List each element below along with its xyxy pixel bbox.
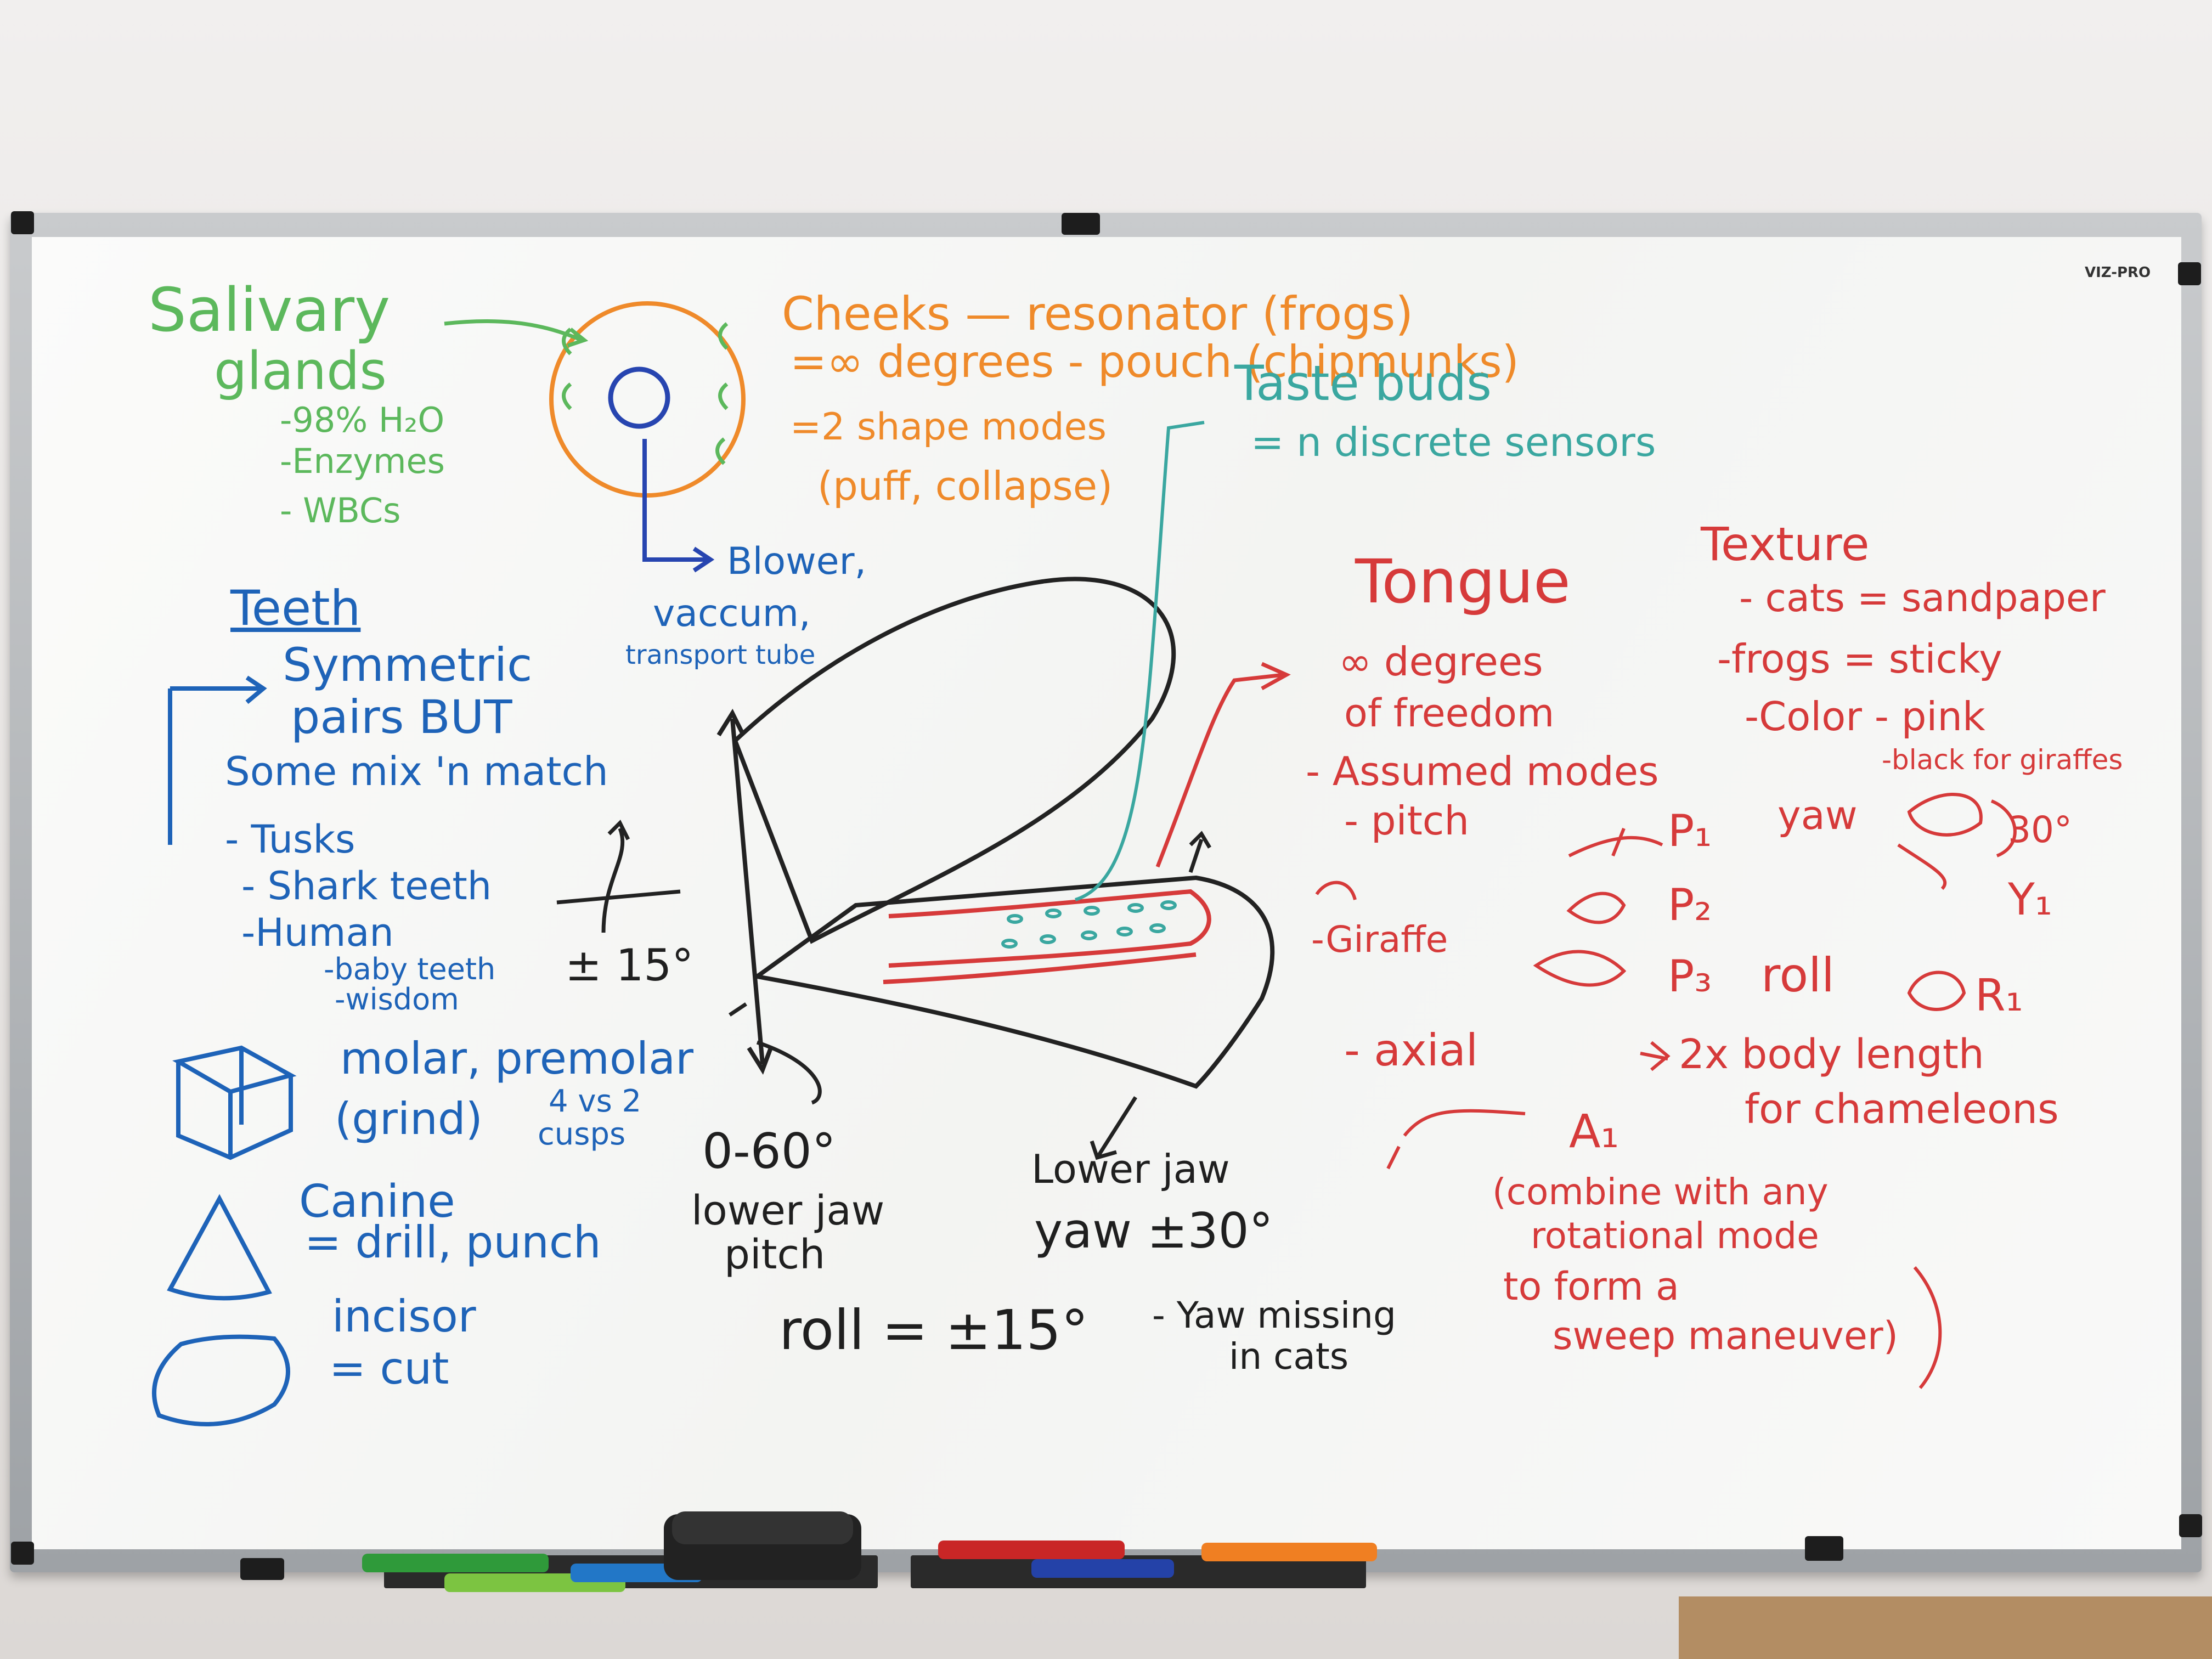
tongue-mode: - axial [1344, 1025, 1479, 1076]
cheeks-line: Cheeks — resonator (frogs) [782, 287, 1414, 341]
teeth-title: Teeth [230, 580, 361, 636]
cusps-label: cusps [538, 1116, 626, 1152]
canine-label: Canine [299, 1176, 455, 1228]
salivary-item: -98% H₂O [280, 400, 445, 440]
green-marker[interactable] [362, 1554, 549, 1572]
texture-item: -black for giraffes [1882, 744, 2123, 776]
combine-note: to form a [1503, 1264, 1679, 1309]
yaw-label: Lower jaw [1031, 1146, 1230, 1192]
red-marker[interactable] [938, 1541, 1125, 1559]
orange-marker[interactable] [1201, 1543, 1377, 1561]
molar-label: (grind) [335, 1093, 483, 1144]
cheeks-blower: Blower, [727, 540, 867, 583]
mode-label: Y₁ [2008, 874, 2052, 925]
yaw-missing: in cats [1229, 1335, 1349, 1378]
tongue-mode: yaw [1778, 792, 1858, 838]
mode-label: A₁ [1569, 1104, 1620, 1158]
pitch-label: lower jaw [691, 1187, 885, 1234]
combine-note: (combine with any [1492, 1171, 1829, 1213]
mode-label: P₂ [1668, 879, 1712, 930]
teeth-line: Some mix 'n match [225, 748, 608, 794]
frame-corner [11, 1542, 34, 1565]
tongue-title: Tongue [1355, 546, 1571, 617]
texture-item: -frogs = sticky [1717, 636, 2002, 682]
cheeks-vaccum: vaccum, [653, 592, 811, 635]
axial-length: for chameleons [1745, 1086, 2059, 1133]
tongue-dof: of freedom [1344, 691, 1555, 736]
tongue-mode: roll [1761, 948, 1835, 1003]
taste-detail: = n discrete sensors [1251, 419, 1656, 465]
incisor-label: incisor [332, 1291, 476, 1342]
mode-label: P₃ [1668, 951, 1712, 1002]
molar-label: molar, premolar [340, 1033, 694, 1084]
texture-title: Texture [1701, 517, 1870, 571]
frame-corner [2179, 1514, 2202, 1537]
tongue-dof: ∞ degrees [1339, 639, 1543, 685]
mode-label: R₁ [1975, 970, 2023, 1021]
cheeks-transport: transport tube [625, 640, 816, 670]
whiteboard [32, 237, 2181, 1549]
teeth-line: Symmetric [283, 638, 533, 692]
roll-label: roll = ±15° [779, 1298, 1089, 1362]
salivary-title-2: glands [214, 341, 387, 402]
roll-range: ± 15° [565, 940, 694, 991]
teeth-item: - Shark teeth [241, 864, 492, 909]
cardboard-box [1679, 1596, 2212, 1659]
combine-note: rotational mode [1531, 1215, 1819, 1257]
pitch-label: pitch [724, 1231, 826, 1278]
canine-label: = drill, punch [304, 1217, 601, 1268]
salivary-item: - WBCs [280, 490, 401, 531]
teeth-item: -baby teeth [324, 952, 496, 986]
cheeks-line: (puff, collapse) [817, 463, 1113, 509]
frame-corner [2178, 262, 2201, 285]
combine-note: sweep maneuver) [1553, 1313, 1898, 1358]
frame-corner [11, 211, 34, 234]
pitch-range: 0-60° [702, 1123, 836, 1180]
frame-clip [1805, 1536, 1843, 1561]
tongue-assumed: - Assumed modes [1306, 748, 1659, 794]
cusps-label: 4 vs 2 [549, 1084, 642, 1119]
tongue-mode: - pitch [1344, 798, 1470, 844]
teeth-item: -Human [241, 910, 394, 955]
cheeks-line: =∞ degrees - pouch (chipmunks) [790, 336, 1519, 387]
dark-blue-marker[interactable] [1031, 1559, 1174, 1578]
teeth-line: pairs BUT [291, 690, 512, 744]
brand-logo: VIZ-PRO [2085, 264, 2151, 281]
salivary-title: Salivary [148, 275, 391, 345]
teeth-item: -wisdom [335, 982, 459, 1017]
cheeks-line: =2 shape modes [790, 405, 1107, 449]
axial-length: 2x body length [1679, 1031, 1984, 1078]
yaw-label: yaw ±30° [1034, 1203, 1273, 1259]
salivary-item: -Enzymes [280, 441, 445, 481]
giraffe-label: -Giraffe [1311, 918, 1448, 961]
yaw-missing: - Yaw missing [1152, 1294, 1396, 1336]
frame-clip [240, 1558, 284, 1580]
taste-title: Taste buds [1234, 355, 1492, 411]
mode-label: P₁ [1668, 805, 1712, 856]
incisor-label: = cut [329, 1343, 449, 1394]
eraser-top [672, 1511, 853, 1544]
texture-item: - cats = sandpaper [1739, 575, 2106, 620]
texture-item: -Color - pink [1745, 693, 1985, 740]
frame-clip [1062, 213, 1100, 235]
teeth-item: - Tusks [225, 817, 356, 862]
yaw-degrees: 30° [2008, 809, 2072, 851]
